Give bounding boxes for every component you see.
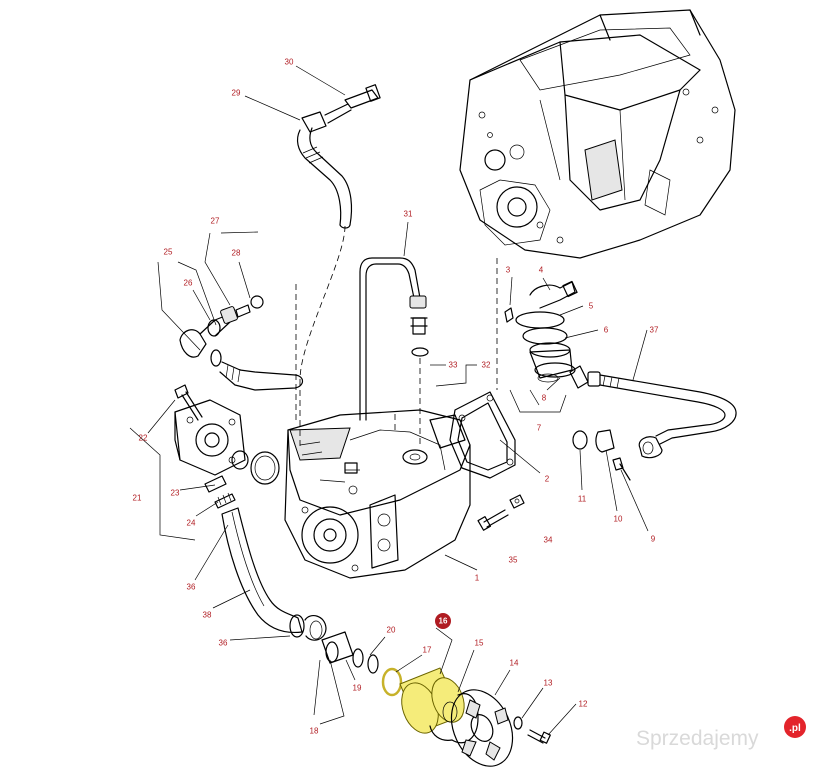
callout-32: 32 xyxy=(482,361,491,370)
callout-7: 7 xyxy=(537,424,542,433)
callout-36a: 36 xyxy=(187,583,196,592)
callout-29: 29 xyxy=(232,89,241,98)
filter-cover-14 xyxy=(450,689,551,767)
callout-5: 5 xyxy=(589,302,594,311)
callout-12: 12 xyxy=(579,700,588,709)
callout-10: 10 xyxy=(614,515,623,524)
callout-22: 22 xyxy=(139,434,148,443)
callout-8: 8 xyxy=(542,394,547,403)
callout-3: 3 xyxy=(506,266,511,275)
watermark-badge-text: .pl xyxy=(789,723,801,734)
callout-30: 30 xyxy=(285,58,294,67)
callout-27: 27 xyxy=(211,217,220,226)
filter-element-16 xyxy=(381,667,479,744)
callout-37: 37 xyxy=(650,326,659,335)
callout-38: 38 xyxy=(203,611,212,620)
callout-17: 17 xyxy=(423,646,432,655)
gasket-2 xyxy=(449,391,516,479)
callout-34: 34 xyxy=(544,536,553,545)
callout-6: 6 xyxy=(604,326,609,335)
hose-assembly-25 xyxy=(179,295,304,450)
callout-18: 18 xyxy=(310,727,319,736)
callout-23: 23 xyxy=(171,489,180,498)
callout-9: 9 xyxy=(651,535,656,544)
callout-14: 14 xyxy=(510,659,519,668)
flange-21 xyxy=(174,384,280,509)
callout-13: 13 xyxy=(544,679,553,688)
callout-28: 28 xyxy=(232,249,241,258)
hose-38 xyxy=(221,507,379,674)
callout-35: 35 xyxy=(509,556,518,565)
callout-21: 21 xyxy=(133,494,142,503)
leader-lines xyxy=(129,65,649,736)
watermark-badge xyxy=(784,716,806,738)
hydraulic-pump xyxy=(284,282,471,579)
bolt-35-nut-34 xyxy=(477,494,525,531)
fittings-3-8 xyxy=(496,258,578,390)
callout-1: 1 xyxy=(475,574,480,583)
callout-16-label: 16 xyxy=(439,617,448,626)
callout-2: 2 xyxy=(545,475,550,484)
callout-19: 19 xyxy=(353,684,362,693)
watermark-text: Sprzedajemy xyxy=(636,727,759,750)
callout-36b: 36 xyxy=(219,639,228,648)
callout-11: 11 xyxy=(578,495,587,504)
transmission-housing xyxy=(459,9,736,259)
highlighted-callout-16: 16 xyxy=(435,613,451,629)
pipe-31 xyxy=(359,257,429,445)
hose-29-30 xyxy=(296,84,381,381)
callout-31: 31 xyxy=(404,210,413,219)
callout-26: 26 xyxy=(184,279,193,288)
callout-15: 15 xyxy=(475,639,484,648)
callout-25: 25 xyxy=(164,248,173,257)
callout-4: 4 xyxy=(539,266,544,275)
hose-37 xyxy=(569,365,737,481)
callout-24: 24 xyxy=(187,519,196,528)
watermark: Sprzedajemy .pl xyxy=(636,716,806,750)
callout-20: 20 xyxy=(387,626,396,635)
callout-33: 33 xyxy=(449,361,458,370)
